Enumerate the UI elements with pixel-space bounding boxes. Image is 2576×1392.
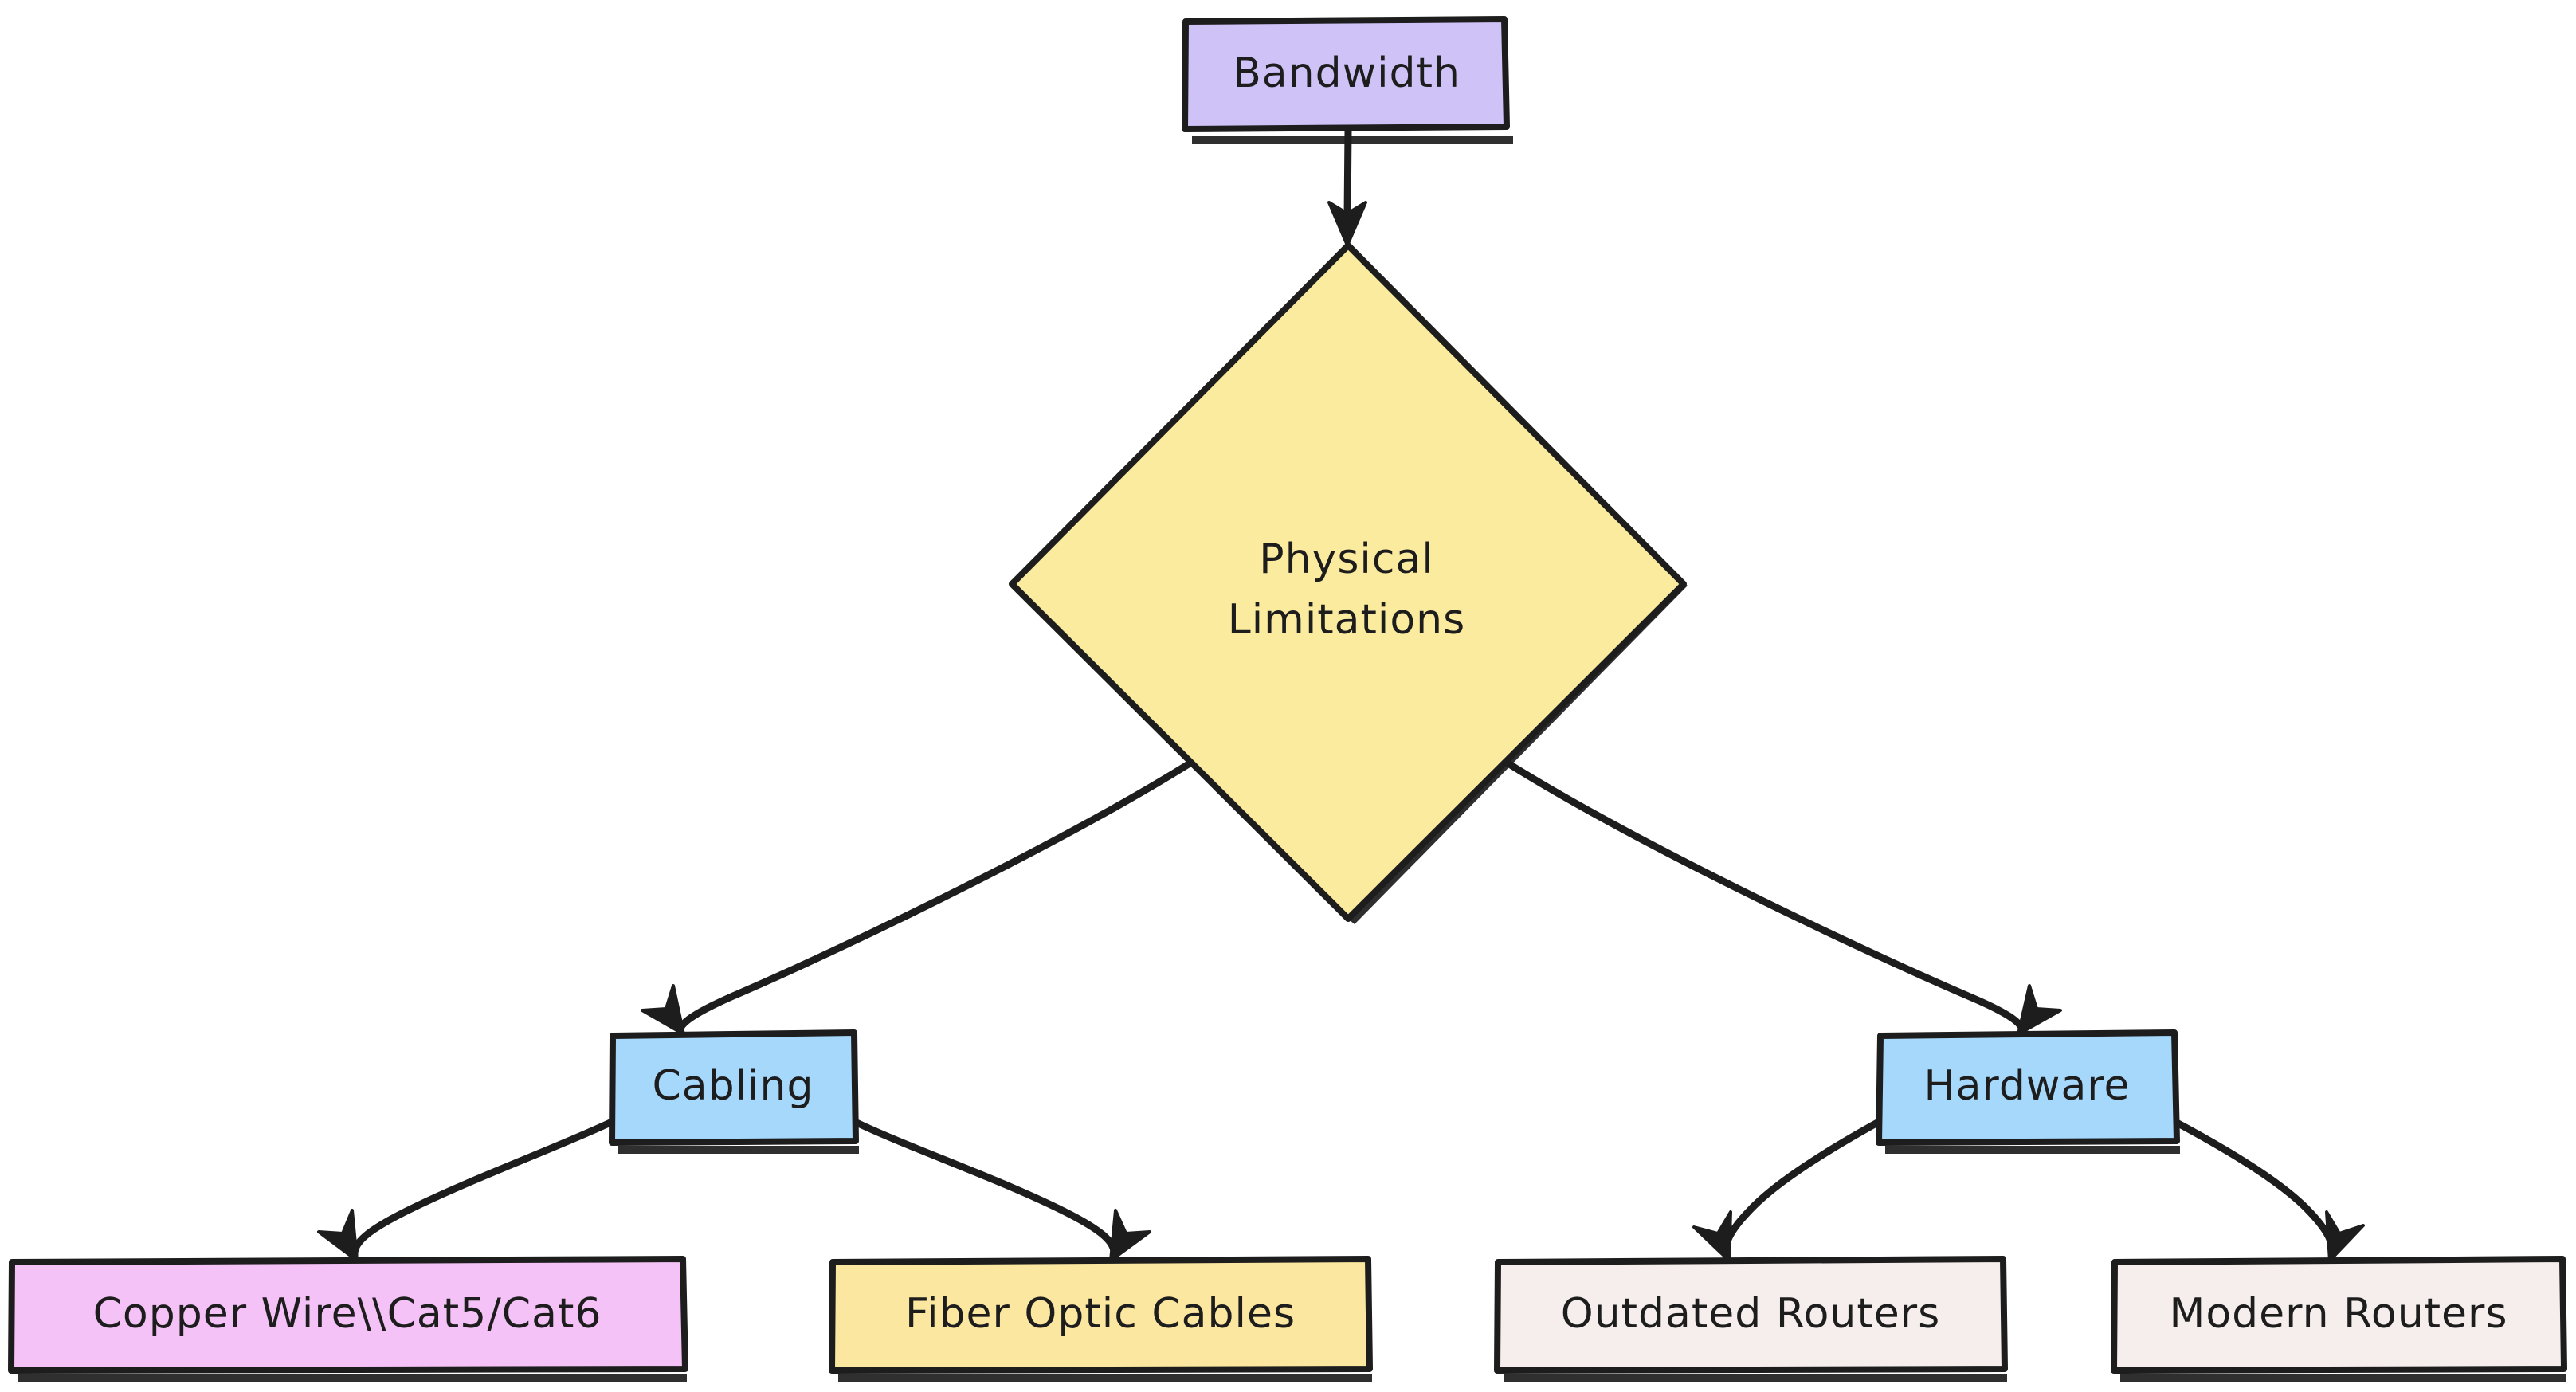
edge-layer (317, 126, 2365, 1262)
outdated-routers-box[interactable] (1494, 1256, 2008, 1374)
node-physical-limitations[interactable]: Physical Limitations (1009, 242, 1688, 924)
modern-routers-label: Modern Routers (2169, 1290, 2507, 1338)
node-modern-routers[interactable]: Modern Routers (2111, 1256, 2567, 1382)
bandwidth-label: Bandwidth (1233, 49, 1461, 97)
copper-wire-box[interactable] (8, 1256, 688, 1374)
node-layer: Bandwidth Physical Limitations Cabling H… (8, 16, 2567, 1382)
edge-physical-cabling (641, 751, 1206, 1037)
physical-limitations-label-line1: Physical (1259, 535, 1434, 583)
hardware-label: Hardware (1923, 1062, 2130, 1110)
fiber-optic-cables-box[interactable] (829, 1256, 1373, 1374)
fiber-optic-cables-label: Fiber Optic Cables (905, 1290, 1296, 1338)
node-cabling[interactable]: Cabling (609, 1029, 859, 1154)
node-copper-wire[interactable]: Copper Wire\\Cat5/Cat6 (8, 1256, 688, 1382)
edge-hardware-outdated (1692, 1118, 1883, 1262)
node-outdated-routers[interactable]: Outdated Routers (1494, 1256, 2008, 1382)
cabling-box[interactable] (609, 1029, 859, 1146)
hardware-box[interactable] (1876, 1029, 2180, 1146)
edge-cabling-fiber (851, 1118, 1151, 1262)
edge-physical-hardware (1492, 751, 2062, 1037)
edge-hardware-modern (2171, 1118, 2365, 1262)
physical-limitations-label-line2: Limitations (1228, 596, 1465, 644)
cabling-label: Cabling (652, 1062, 814, 1110)
physical-limitations-diamond[interactable] (1009, 242, 1687, 922)
modern-routers-box[interactable] (2111, 1256, 2567, 1374)
bandwidth-box[interactable] (1182, 16, 1510, 132)
node-bandwidth[interactable]: Bandwidth (1182, 16, 1513, 144)
outdated-routers-label: Outdated Routers (1561, 1290, 1940, 1338)
edge-bandwidth-physical (1327, 126, 1367, 247)
copper-wire-label: Copper Wire\\Cat5/Cat6 (93, 1290, 602, 1338)
node-hardware[interactable]: Hardware (1876, 1029, 2180, 1154)
node-fiber-optic-cables[interactable]: Fiber Optic Cables (829, 1256, 1373, 1382)
edge-cabling-copper (317, 1118, 616, 1262)
